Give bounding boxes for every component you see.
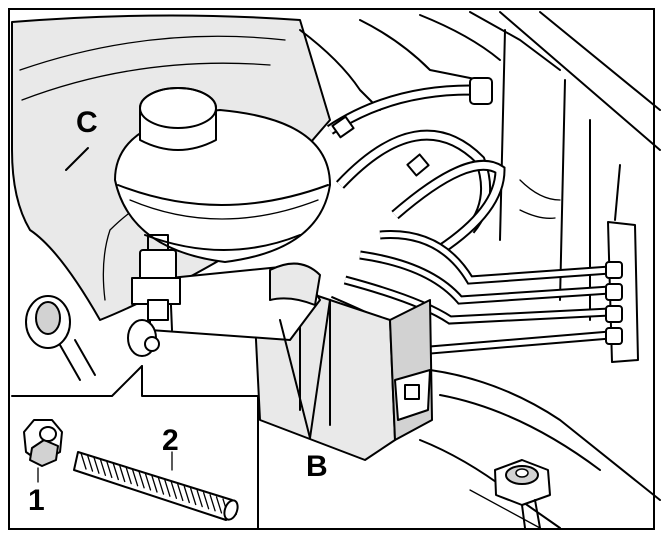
sensor-connector (131, 234, 181, 321)
callout-1: 1 (28, 484, 45, 517)
master-cylinder (149, 262, 321, 341)
callout-b: B (306, 450, 328, 483)
inset-parts-box (11, 365, 259, 529)
callout-c: C (76, 106, 98, 139)
left-hose-fitting (25, 295, 160, 381)
mounting-nut (494, 459, 551, 529)
fluid-reservoir (114, 87, 331, 263)
lower-structures (419, 369, 661, 529)
brake-lines (326, 77, 623, 355)
part-2-threaded-rod (73, 451, 239, 521)
part-1-nut (23, 419, 63, 483)
leader-lines (65, 147, 331, 439)
callout-2: 2 (162, 424, 179, 457)
